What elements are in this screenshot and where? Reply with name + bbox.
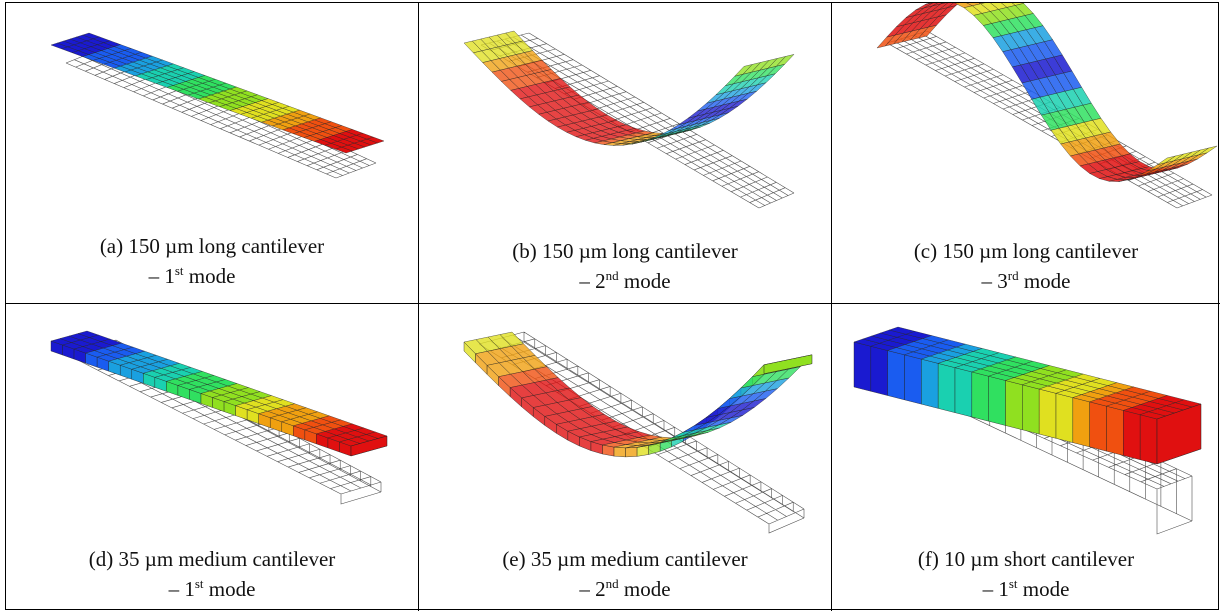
caption-b-mode: – 2nd mode <box>579 268 671 293</box>
panel-c: (c) 150 µm long cantilever – 3rd mode <box>832 3 1220 304</box>
panel-e: (e) 35 µm medium cantilever – 2nd mode <box>419 304 832 611</box>
cantilever-mode-plot-a <box>50 32 385 179</box>
caption-c: (c) 150 µm long cantilever – 3rd mode <box>832 236 1220 296</box>
caption-e: (e) 35 µm medium cantilever – 2nd mode <box>419 544 831 604</box>
cantilever-mode-plot-b <box>463 30 795 209</box>
caption-a-title: (a) 150 µm long cantilever <box>99 234 325 258</box>
cantilever-mode-plot-c <box>876 3 1218 209</box>
cantilever-mode-plot-d <box>50 330 388 505</box>
panel-a: (a) 150 µm long cantilever – 1st mode <box>6 3 419 304</box>
panel-d: (d) 35 µm medium cantilever – 1st mode <box>6 304 419 611</box>
caption-c-title: (c) 150 µm long cantilever <box>913 239 1139 263</box>
panel-f: (f) 10 µm short cantilever – 1st mode <box>832 304 1220 611</box>
caption-b: (b) 150 µm long cantilever – 2nd mode <box>419 236 831 296</box>
caption-f: (f) 10 µm short cantilever – 1st mode <box>832 544 1220 604</box>
cantilever-mode-plot-f <box>853 326 1202 535</box>
caption-e-title: (e) 35 µm medium cantilever <box>502 547 748 571</box>
caption-d: (d) 35 µm medium cantilever – 1st mode <box>6 544 418 604</box>
caption-a: (a) 150 µm long cantilever – 1st mode <box>6 231 418 291</box>
caption-d-mode: – 1st mode <box>168 576 256 601</box>
panel-b: (b) 150 µm long cantilever – 2nd mode <box>419 3 832 304</box>
caption-b-title: (b) 150 µm long cantilever <box>512 239 738 263</box>
caption-c-mode: – 3rd mode <box>981 268 1071 293</box>
caption-f-mode: – 1st mode <box>982 576 1070 601</box>
figure-table: (a) 150 µm long cantilever – 1st mode (b… <box>5 2 1220 611</box>
caption-a-mode: – 1st mode <box>148 263 236 288</box>
caption-e-mode: – 2nd mode <box>579 576 671 601</box>
caption-d-title: (d) 35 µm medium cantilever <box>88 547 336 571</box>
caption-f-title: (f) 10 µm short cantilever <box>917 547 1135 571</box>
cantilever-mode-plot-e <box>463 331 813 534</box>
